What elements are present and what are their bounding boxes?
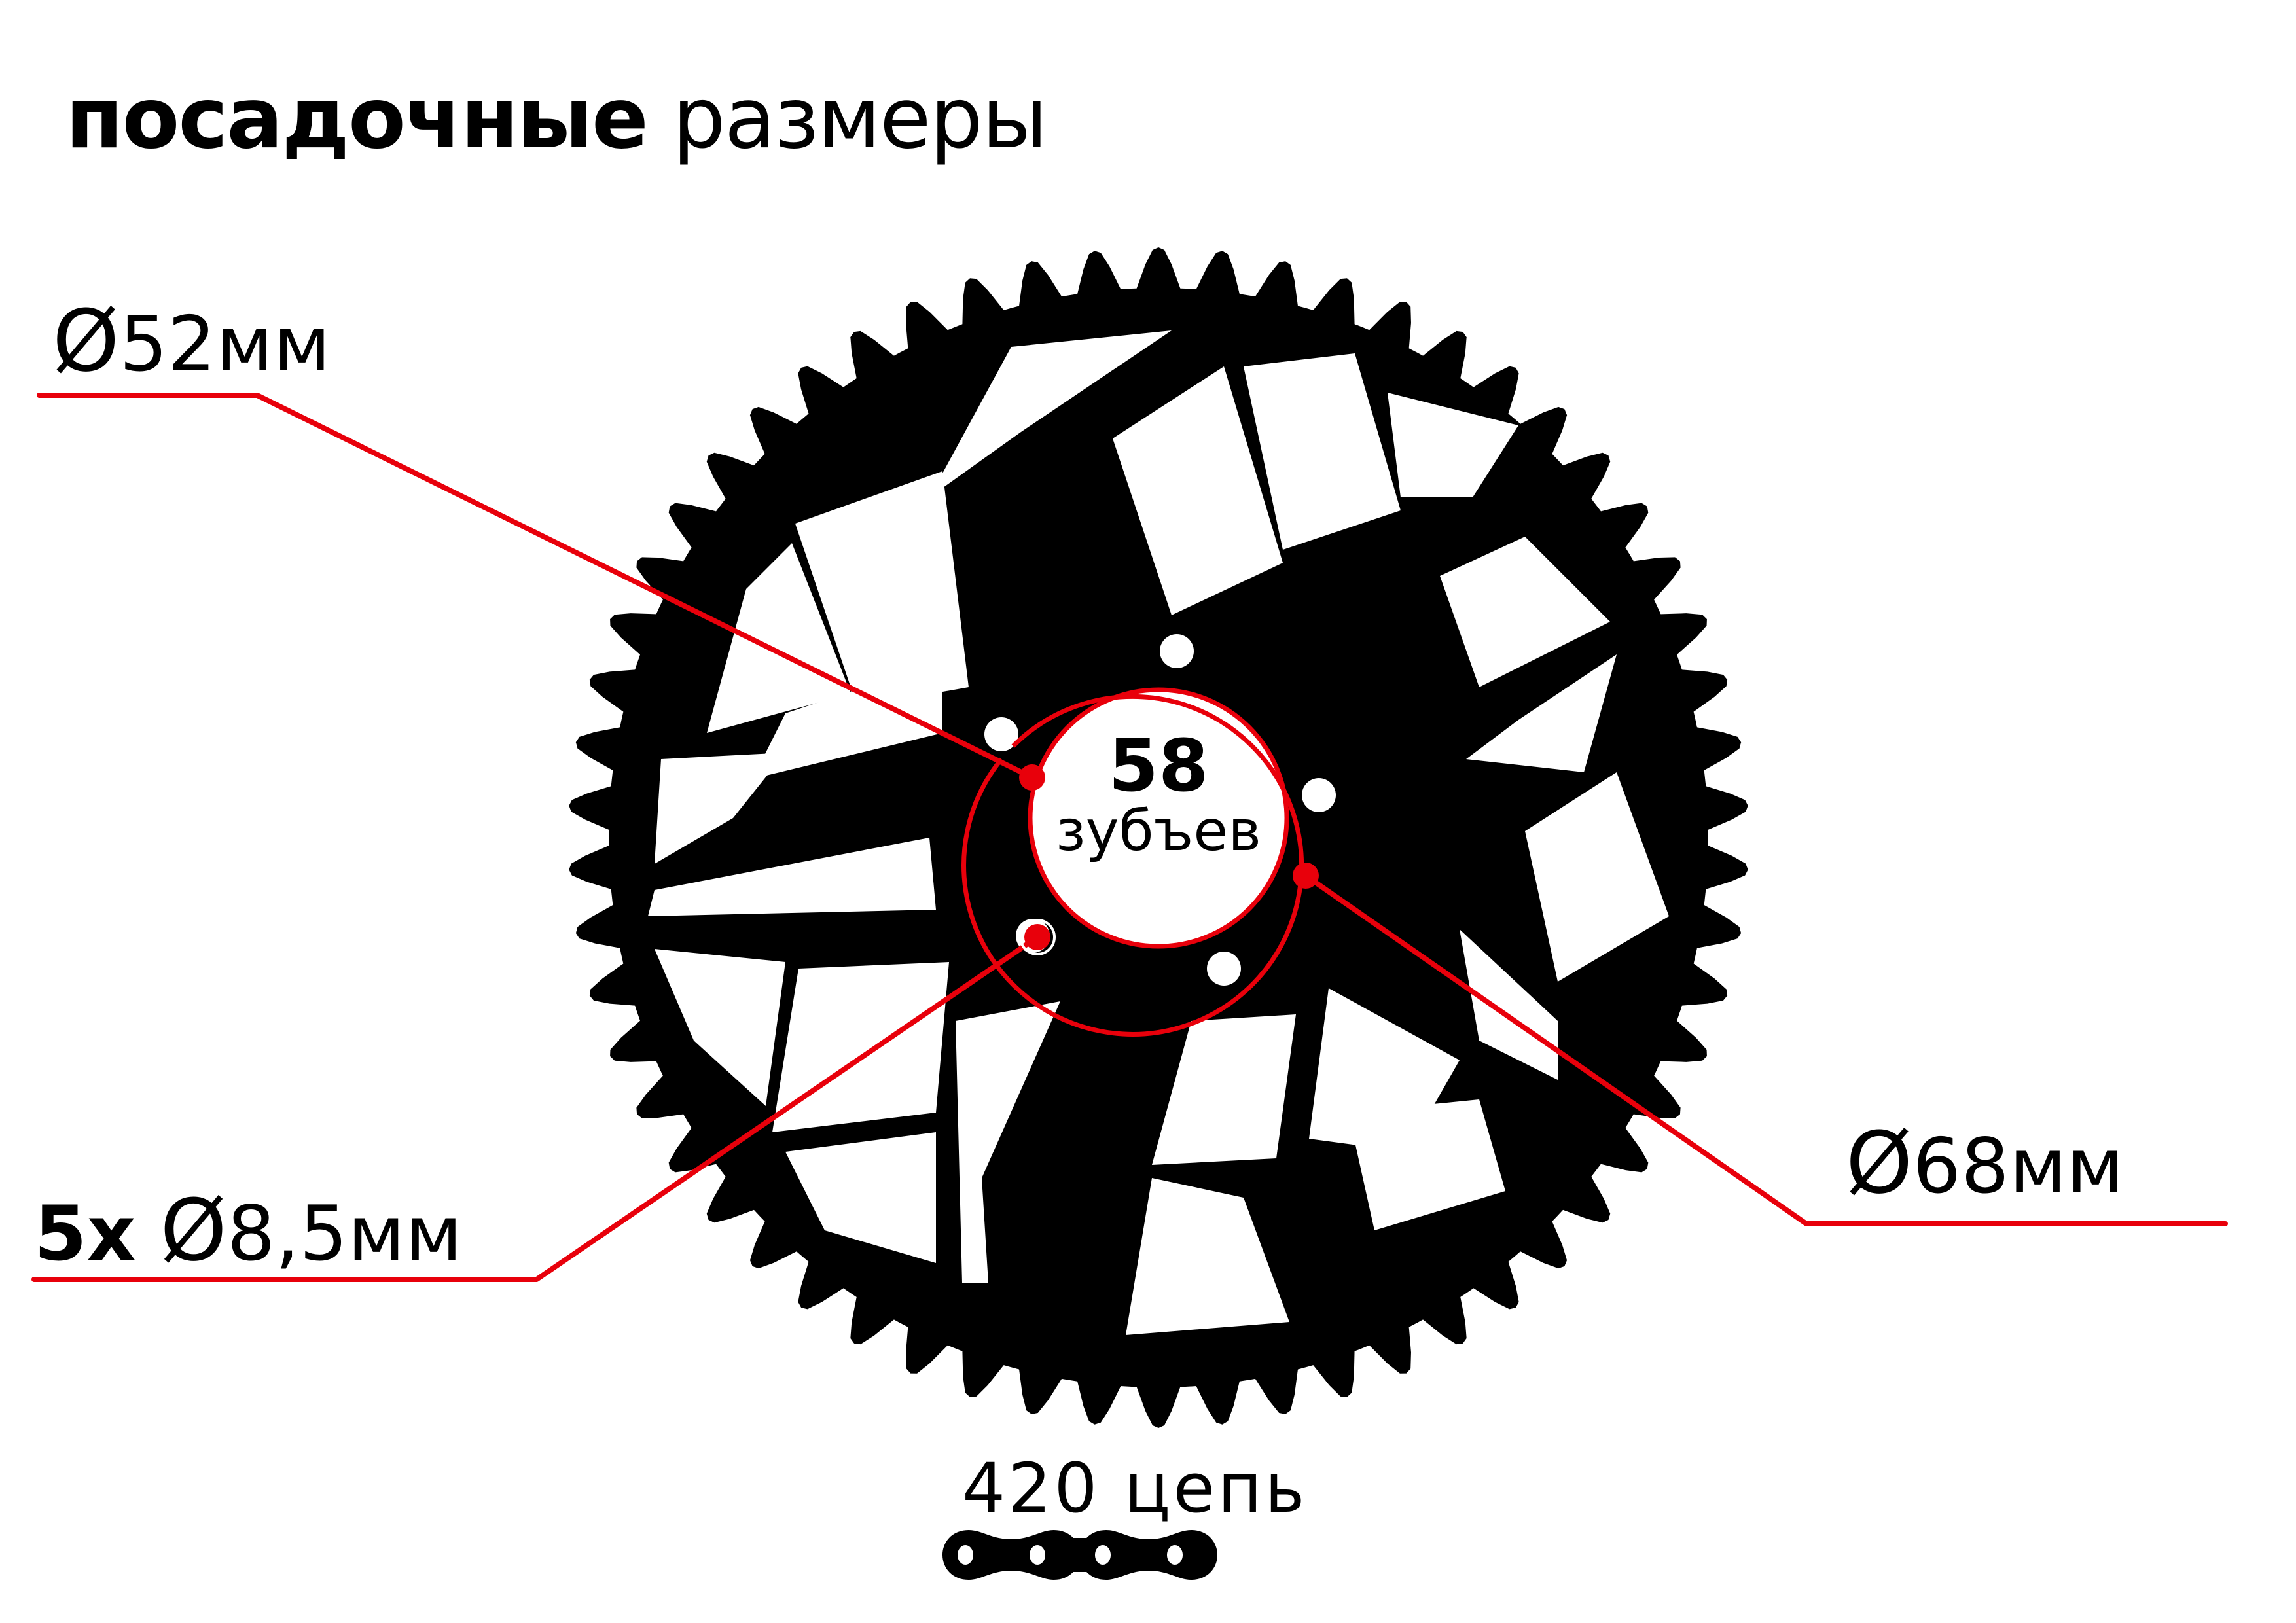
dimension-center-bore: Ø52мм <box>52 298 331 383</box>
dimension-value: 52мм <box>119 300 331 389</box>
teeth-unit: зубъев <box>1055 798 1262 864</box>
chain-label: 420 цепь <box>962 1448 1308 1528</box>
dot-52 <box>1019 764 1045 791</box>
diameter-icon: Ø <box>160 1181 227 1280</box>
dimension-bolt-holes: 5x Ø8,5мм <box>34 1188 462 1273</box>
dot-68 <box>1293 863 1319 889</box>
title-bold: посадочные <box>65 70 649 168</box>
diameter-icon: Ø <box>1846 1113 1913 1213</box>
leader-dots <box>1019 764 1319 950</box>
leader-lines <box>31 393 2228 1282</box>
leader-52 <box>37 393 1035 780</box>
sprocket-body <box>567 247 1749 1428</box>
leader-85 <box>31 935 1040 1282</box>
teeth-count-label: 58 зубъев <box>1028 730 1289 861</box>
dimension-circles <box>961 687 1304 1037</box>
page-title: посадочные размеры <box>65 77 1048 161</box>
chain-icon <box>942 1530 1217 1580</box>
teeth-count: 58 <box>1108 724 1209 808</box>
diameter-icon: Ø <box>52 291 120 391</box>
hole-quantity: 5x <box>34 1190 136 1278</box>
dimension-bolt-circle: Ø68мм <box>1846 1120 2124 1205</box>
dimension-value: 8,5мм <box>226 1190 463 1278</box>
dimension-value: 68мм <box>1912 1122 2124 1211</box>
leader-68 <box>1303 873 2228 1226</box>
dot-85 <box>1024 924 1050 950</box>
title-light: размеры <box>672 70 1048 168</box>
